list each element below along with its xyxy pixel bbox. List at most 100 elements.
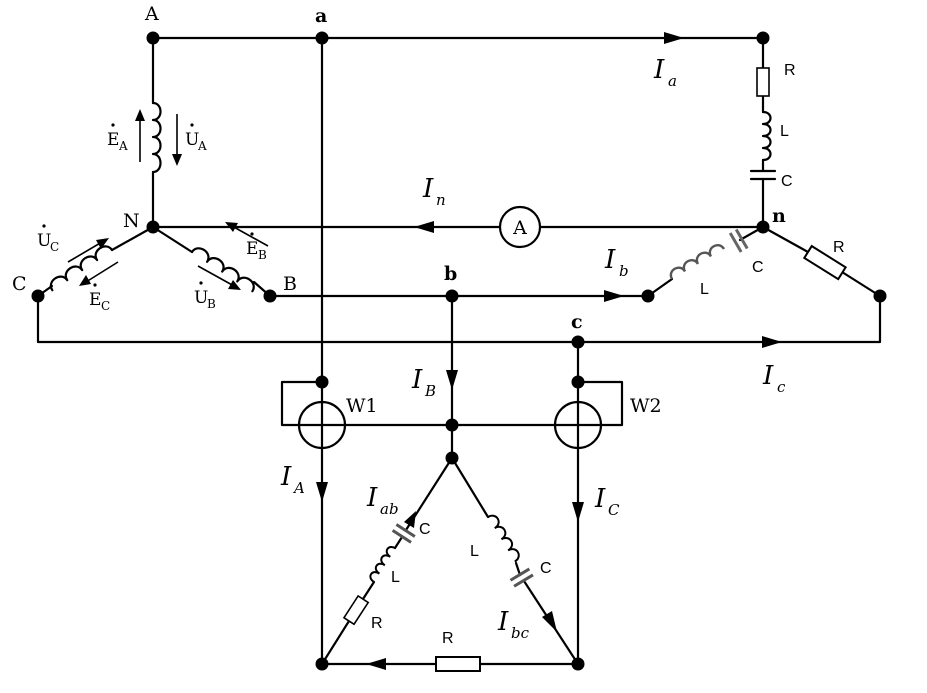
label-current-IA: I A xyxy=(280,462,305,497)
svg-text:C: C xyxy=(101,299,110,313)
capacitor-phase-b xyxy=(728,228,749,253)
ammeter-label: A xyxy=(512,217,527,239)
resistor-ab xyxy=(342,594,370,626)
svg-text:I: I xyxy=(762,361,774,391)
label-node-C: C xyxy=(12,273,27,295)
svg-text:U: U xyxy=(37,231,51,251)
svg-text:B: B xyxy=(258,248,267,262)
emf-arrows xyxy=(67,109,269,290)
source-coil-b xyxy=(190,247,255,293)
label-node-A: A xyxy=(144,3,159,25)
wire-n-to-source-b xyxy=(151,225,194,254)
svg-text:E: E xyxy=(107,130,119,150)
label-phase-b-L: L xyxy=(700,281,709,298)
arrow-iab xyxy=(404,511,416,528)
label-current-in: I n xyxy=(422,174,446,209)
wattmeter-w1 xyxy=(297,400,347,450)
label-source-UB: U B xyxy=(194,281,216,311)
label-source-UA: U A xyxy=(185,123,207,153)
svg-text:c: c xyxy=(777,378,786,396)
label-node-b: b xyxy=(444,263,457,285)
arrow-uc-head xyxy=(96,238,109,249)
arrow-eb-head xyxy=(225,222,238,232)
arrow-ic-lower xyxy=(572,502,584,522)
svg-text:I: I xyxy=(366,483,378,513)
capacitor-bc xyxy=(509,567,534,588)
arrow-ea-head xyxy=(135,109,145,121)
wire-n-to-source-c xyxy=(110,225,155,252)
svg-text:C: C xyxy=(608,501,620,519)
svg-text:a: a xyxy=(668,72,677,90)
svg-text:I: I xyxy=(604,245,616,275)
arrow-eb-shaft xyxy=(231,225,269,247)
label-w1: W1 xyxy=(346,395,378,417)
arrow-ib xyxy=(604,290,624,302)
label-current-IC: I C xyxy=(594,484,620,519)
wattmeter-w2 xyxy=(553,400,603,450)
capacitor-ab xyxy=(391,523,416,544)
label-current-ia: I a xyxy=(653,55,677,90)
label-current-ic: I c xyxy=(762,361,786,396)
resistor-phase-a xyxy=(756,67,770,97)
label-node-n: n xyxy=(772,205,786,227)
wires xyxy=(36,36,882,666)
svg-text:A: A xyxy=(292,479,305,497)
resistor-phase-c xyxy=(802,244,848,281)
label-current-IB: I B xyxy=(411,365,436,400)
svg-text:ab: ab xyxy=(380,500,399,518)
resistor-ca xyxy=(435,656,481,672)
wire-ab-3 xyxy=(393,535,404,550)
source-coil-c xyxy=(49,245,114,292)
wire-phase-c-1 xyxy=(761,225,810,254)
ammeter: A xyxy=(498,205,542,249)
arrow-ibc xyxy=(542,611,557,632)
svg-text:E: E xyxy=(89,290,101,310)
wire-ab-1 xyxy=(320,619,351,666)
arrow-ca xyxy=(366,658,386,670)
inductor-phase-a xyxy=(761,110,772,162)
label-current-Iab: I ab xyxy=(366,483,399,518)
svg-text:I: I xyxy=(422,174,434,204)
label-node-c: c xyxy=(571,311,583,333)
arrow-ia-lower xyxy=(316,482,328,502)
svg-text:B: B xyxy=(207,297,216,311)
label-node-B: B xyxy=(283,273,297,295)
arrow-ub-head xyxy=(228,280,241,290)
svg-text:I: I xyxy=(497,607,509,637)
label-bc-L: L xyxy=(470,543,479,560)
source-coil-a xyxy=(151,101,162,174)
arrow-ib-upper xyxy=(446,370,458,390)
label-ab-R: R xyxy=(371,615,383,632)
svg-text:I: I xyxy=(653,55,665,85)
svg-text:U: U xyxy=(194,288,208,308)
arrow-ic xyxy=(762,336,782,348)
label-phase-b-C: C xyxy=(752,259,764,276)
svg-text:A: A xyxy=(118,139,128,153)
wire-bc-1 xyxy=(450,456,490,519)
label-ab-L: L xyxy=(391,569,400,586)
inductor-ab xyxy=(369,546,397,583)
label-current-Ibc: I bc xyxy=(497,607,530,642)
arrow-ub-shaft xyxy=(197,265,235,287)
arrow-uc-shaft xyxy=(67,241,103,263)
label-current-ib: I b xyxy=(604,245,629,280)
arrow-ua-head xyxy=(172,154,182,166)
label-bc-C: C xyxy=(540,560,552,577)
label-source-EC: E C xyxy=(89,283,110,313)
label-phase-c-R: R xyxy=(833,239,845,256)
svg-text:I: I xyxy=(594,484,606,514)
inductor-phase-b xyxy=(669,244,725,280)
label-phase-a-R: R xyxy=(784,62,796,79)
label-phase-a-C: C xyxy=(781,173,793,190)
wire-line-c xyxy=(36,294,882,344)
wire-ab-2 xyxy=(361,580,376,601)
label-node-a: a xyxy=(315,5,327,27)
arrow-ec-head xyxy=(79,275,91,286)
svg-text:I: I xyxy=(280,462,292,492)
svg-text:B: B xyxy=(424,382,436,400)
arrow-ia xyxy=(664,32,684,44)
label-phase-a-L: L xyxy=(780,123,789,140)
svg-text:U: U xyxy=(185,130,199,150)
svg-text:I: I xyxy=(411,365,423,395)
